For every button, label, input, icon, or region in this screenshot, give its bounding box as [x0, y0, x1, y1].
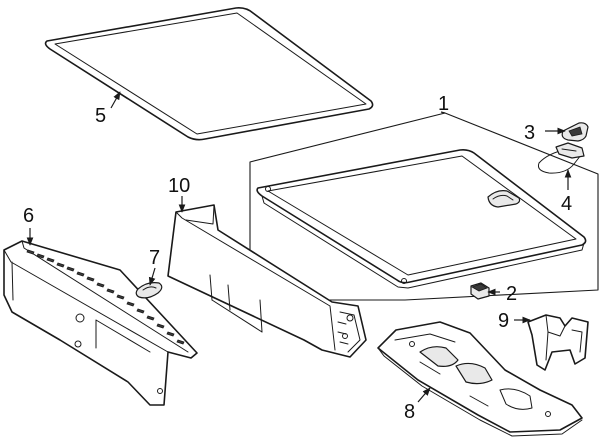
part-8-tool-tray [377, 321, 583, 437]
callout-8: 8 [404, 401, 415, 423]
callout-1: 1 [438, 93, 449, 115]
part-1-floor-cover [256, 149, 587, 289]
callout-7: 7 [149, 247, 160, 269]
callout-6: 6 [23, 205, 34, 227]
callout-10: 10 [168, 175, 190, 197]
callout-9: 9 [498, 310, 509, 332]
part-2-clip [470, 282, 490, 300]
callout-2: 2 [506, 283, 517, 305]
part-9-bracket [527, 314, 589, 371]
part-3-handle [561, 122, 589, 142]
part-7-grommet [135, 282, 163, 299]
callout-5: 5 [95, 105, 106, 127]
leader-lines [26, 91, 572, 403]
callout-3: 3 [524, 122, 535, 144]
part-10-side-panel [167, 204, 367, 358]
part-4-strap [538, 142, 585, 174]
part-6-sill-trim [3, 240, 198, 406]
part-5-floor-panel [44, 7, 374, 141]
callout-4: 4 [561, 193, 572, 215]
